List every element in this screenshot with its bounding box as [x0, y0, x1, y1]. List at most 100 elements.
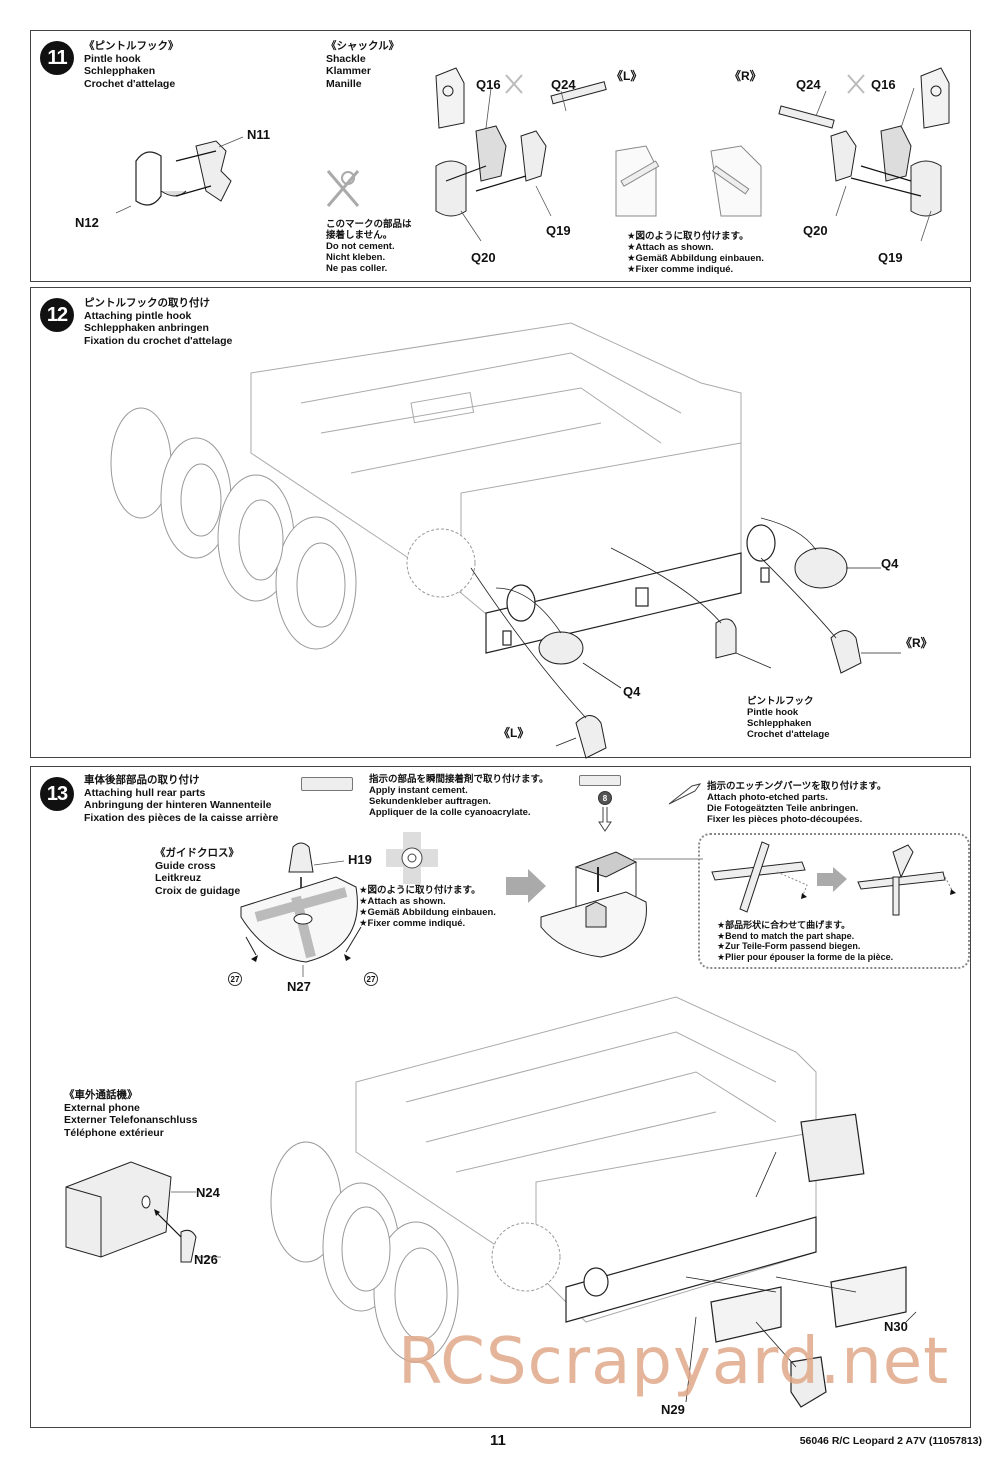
note-de: ★Zur Teile-Form passend biegen.: [717, 941, 861, 951]
product-code: 56046 R/C Leopard 2 A7V (11057813): [799, 1435, 982, 1447]
etched-part-bent-drawing: [857, 844, 956, 916]
part-label-q16-left: Q16: [476, 77, 501, 92]
callout-en: Pintle hook: [747, 707, 799, 718]
part-label-n12: N12: [75, 215, 99, 230]
pintle-hook-heading: 《ピントルフック》 Pintle hook Schlepphaken Croch…: [84, 40, 179, 90]
photo-etched-note: 指示のエッチングパーツを取り付けます。 Attach photo-etched …: [707, 781, 886, 825]
step-number-badge: 13: [40, 777, 74, 811]
note-de: Die Fotogeätzten Teile anbringen.: [707, 803, 859, 814]
photo-etch-hand-icon: [668, 783, 702, 805]
heading-jp: 《シャックル》: [326, 40, 400, 52]
pintle-hook-callout: ピントルフック Pintle hook Schlepphaken Crochet…: [747, 696, 830, 740]
bend-arrow-icon: [817, 867, 847, 892]
part-label-q4-right: Q4: [881, 556, 899, 571]
step-11-panel: 11 《ピントルフック》 Pintle hook Schlepphaken Cr…: [30, 30, 971, 282]
note-jp-line2: 接着しません。: [326, 230, 393, 241]
note-jp: ★部品形状に合わせて曲げます。: [717, 920, 851, 930]
etched-part-flat-drawing: [711, 841, 808, 913]
note-de: Nicht kleben.: [326, 252, 386, 263]
note-en: ★Bend to match the part shape.: [717, 930, 855, 941]
heading-en: External phone: [64, 1101, 140, 1114]
callout-de: Schlepphaken: [747, 718, 812, 729]
heading-de: Anbringung der hinteren Wannenteile: [84, 799, 272, 811]
external-phone-heading: 《車外通話機》 External phone Externer Telefona…: [64, 1089, 197, 1139]
note-jp: ★図のように取り付けます。: [359, 885, 481, 896]
page-number: 11: [490, 1432, 506, 1449]
note-en: ★Attach as shown.: [359, 896, 446, 907]
heading-de: Leitkreuz: [155, 872, 202, 884]
part-label-q20-right: Q20: [803, 223, 828, 238]
no-cement-small-icon: [847, 74, 865, 94]
step-13-heading: 車体後部部品の取り付け Attaching hull rear parts An…: [84, 774, 278, 824]
heading-de: Klammer: [326, 65, 371, 77]
heading-en: Pintle hook: [84, 52, 141, 65]
note-de: ★Gemäß Abbildung einbauen.: [359, 907, 496, 918]
part-label-q20-left: Q20: [471, 250, 496, 265]
shackle-orientation-drawing: [615, 145, 762, 217]
side-label-right: 《R》: [900, 636, 933, 650]
instant-cement-note: 指示の部品を瞬間接着剤で取り付けます。 Apply instant cement…: [369, 774, 549, 818]
guide-cross-top-view-icon: [386, 832, 438, 884]
heading-fr: Manille: [326, 77, 362, 90]
leader-line: [633, 858, 703, 860]
note-fr: Ne pas coller.: [326, 263, 388, 274]
note-jp: ★図のように取り付けます。: [627, 231, 749, 242]
note-en: Do not cement.: [326, 241, 395, 252]
hull-rear-drawing: [110, 322, 776, 654]
bend-note: ★部品形状に合わせて曲げます。 ★Bend to match the part …: [717, 920, 893, 962]
heading-fr: Fixation du crochet d'attelage: [84, 334, 233, 347]
heading-en: Attaching pintle hook: [84, 309, 192, 322]
callout-fr: Crochet d'attelage: [747, 729, 830, 740]
heading-jp: 《車外通話機》: [64, 1089, 138, 1101]
heading-de: Schlepphaken anbringen: [84, 322, 209, 334]
heading-de: Externer Telefonanschluss: [64, 1114, 198, 1126]
note-de: ★Gemäß Abbildung einbauen.: [627, 253, 764, 264]
instant-cement-tube-icon: [579, 775, 621, 786]
guide-cross-etched-drawing: [540, 851, 647, 958]
pintle-hook-drawing: [115, 136, 244, 214]
left-side-label: 《L》: [611, 69, 643, 83]
shackle-left-drawing: [435, 67, 607, 242]
heading-jp: 《ガイドクロス》: [155, 847, 239, 859]
note-fr: ★Plier pour épouser la forme de la pièce…: [717, 951, 894, 962]
step-12-panel: 12 ピントルフックの取り付け Attaching pintle hook Sc…: [30, 287, 971, 759]
heading-fr: Fixation des pièces de la caisse arrière: [84, 811, 279, 824]
part-label-q24-right: Q24: [796, 77, 821, 92]
heading-fr: Croix de guidage: [155, 884, 241, 897]
part-label-n11: N11: [247, 127, 271, 142]
heading-fr: Crochet d'attelage: [84, 77, 176, 90]
note-jp: 指示のエッチングパーツを取り付けます。: [707, 781, 887, 792]
heading-jp: ピントルフックの取り付け: [84, 297, 210, 309]
down-arrow-icon: [598, 807, 612, 832]
etched-part-number-badge: 8: [598, 791, 612, 805]
guide-cross-drawing: [240, 842, 362, 977]
note-fr: ★Fixer comme indiqué.: [359, 918, 466, 929]
part-label-q19-left: Q19: [546, 223, 571, 238]
part-label-h19: H19: [348, 852, 372, 867]
callout-jp: ピントルフック: [747, 696, 814, 707]
note-jp: 指示の部品を瞬間接着剤で取り付けます。: [369, 774, 549, 785]
right-side-label: 《R》: [729, 69, 762, 83]
instant-cement-tube-icon: [301, 777, 353, 791]
part-label-n26: N26: [194, 1252, 218, 1267]
heading-en: Shackle: [326, 52, 366, 65]
part-label-q19-right: Q19: [878, 250, 903, 265]
heading-jp: 《ピントルフック》: [84, 40, 179, 52]
note-fr: ★Fixer comme indiqué.: [627, 264, 734, 275]
step-13-panel: 13 車体後部部品の取り付け Attaching hull rear parts…: [30, 766, 971, 1428]
guide-cross-heading: 《ガイドクロス》 Guide cross Leitkreuz Croix de …: [155, 847, 240, 897]
attach-note-step13: ★図のように取り付けます。 ★Attach as shown. ★Gemäß A…: [359, 885, 496, 929]
heading-fr: Téléphone extérieur: [64, 1126, 164, 1139]
note-jp-line1: このマークの部品は: [326, 219, 412, 230]
side-label-left: 《L》: [498, 726, 530, 740]
no-cement-small-icon: [505, 74, 523, 94]
bend-detail-box: [698, 833, 970, 969]
no-cement-icon: [326, 170, 360, 207]
part-label-n24: N24: [196, 1185, 220, 1200]
note-fr: Fixer les pièces photo-découpées.: [707, 814, 863, 825]
note-en: Attach photo-etched parts.: [707, 792, 828, 803]
part-label-q16-right: Q16: [871, 77, 896, 92]
external-phone-drawing: [65, 1161, 221, 1263]
shackle-heading: 《シャックル》 Shackle Klammer Manille: [326, 40, 399, 90]
next-step-arrow-icon: [506, 869, 546, 903]
